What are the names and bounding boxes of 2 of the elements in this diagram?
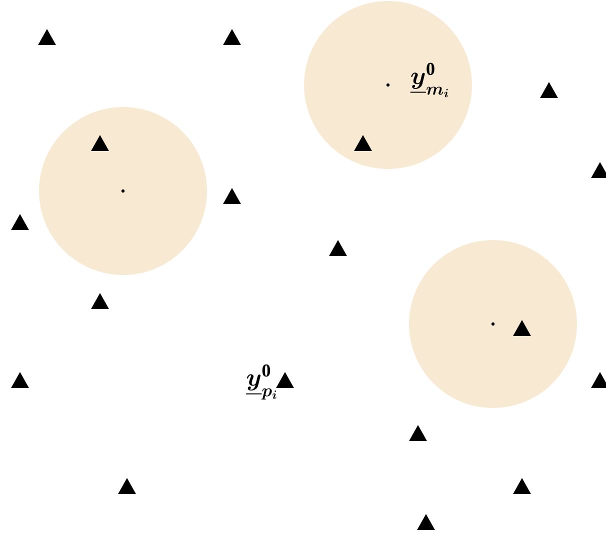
formula-label: $\underline{\boldsymbol{y}}^{\mathbf{0}}_{\boldsymbol{m_i}}$ bbox=[410, 62, 448, 98]
formula-label: $\underline{\boldsymbol{y}}^{\mathbf{0}}_{\boldsymbol{p_i}}$ bbox=[246, 364, 276, 400]
